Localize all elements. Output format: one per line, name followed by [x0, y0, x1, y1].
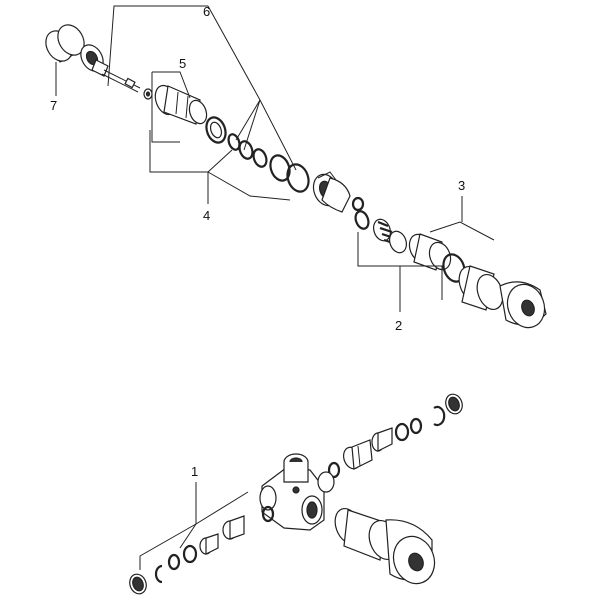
callout-2-label: 2: [395, 318, 402, 333]
callout-1-label: 1: [191, 464, 198, 479]
callout-6-leader: [107, 5, 297, 171]
bottom-oring-left-2: [182, 544, 198, 564]
bottom-insert-right: [342, 439, 373, 470]
cartridge-spindle: [80, 44, 141, 93]
small-washer: [143, 88, 153, 100]
callout-3-leader: [429, 196, 495, 241]
bottom-sleeve-right: [371, 427, 393, 452]
bottom-circlip-right: [433, 405, 446, 427]
part-3-sleeve: [408, 233, 452, 271]
part-2-spring: [372, 218, 408, 254]
bottom-oring-right-2: [394, 422, 410, 442]
oring-small-3: [252, 148, 268, 168]
callout-4-leader: [149, 130, 291, 204]
callout-2-leader: [357, 232, 443, 312]
oring-large-2: [269, 154, 291, 182]
callout-3-label: 3: [458, 178, 465, 193]
part-7-cap: [45, 24, 85, 63]
callout-5-leader: [151, 71, 191, 143]
bottom-circlip-left: [154, 564, 163, 584]
bottom-oring-left-3: [167, 553, 181, 571]
callout-4-label: 4: [203, 208, 210, 223]
oring-small-1: [227, 133, 241, 151]
valve-body: [259, 453, 335, 531]
bottom-oring-right-3: [327, 461, 341, 479]
small-circlip: [351, 196, 365, 212]
part-3-nut: [458, 265, 504, 311]
bottom-cap-right: [445, 393, 463, 415]
oring-small-2: [238, 140, 254, 160]
bottom-oring-left-1: [261, 505, 275, 523]
thermo-element: [312, 171, 351, 213]
callout-6-label: 6: [203, 4, 210, 19]
bottom-sleeve-left: [199, 533, 219, 555]
callout-5-label: 5: [179, 56, 186, 71]
bottom-insert-left: [222, 515, 245, 540]
part-2-washer: [354, 210, 370, 230]
callout-1-leader: [139, 482, 249, 570]
knob-handle-top: [499, 281, 547, 329]
oring-large: [205, 116, 227, 144]
callout-7-label: 7: [50, 98, 57, 113]
bottom-knob-assembly: [334, 507, 436, 585]
part-5-piston: [154, 84, 208, 125]
bottom-oring-right-1: [409, 417, 423, 435]
bottom-cap-left: [129, 573, 147, 595]
